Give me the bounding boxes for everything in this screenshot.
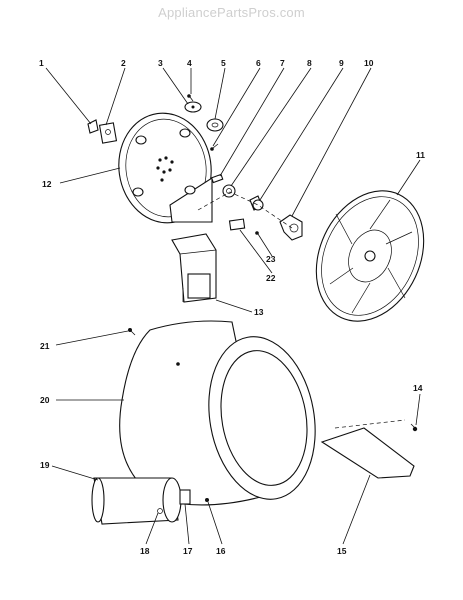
part-7-bolt[interactable] (210, 173, 224, 184)
part-9-bushing[interactable] (249, 195, 264, 211)
part-2-bracket[interactable] (98, 122, 118, 144)
assembly-axis (197, 191, 293, 229)
callout-9: 9 (339, 58, 344, 68)
callout-16: 16 (216, 546, 226, 556)
callout-22: 22 (266, 273, 276, 283)
front-bulkhead[interactable] (296, 173, 444, 339)
heater-duct[interactable] (91, 477, 182, 525)
callout-1: 1 (39, 58, 44, 68)
callout-3: 3 (158, 58, 163, 68)
part-22-pad[interactable] (228, 218, 246, 231)
drum[interactable] (119, 320, 328, 508)
part-3-washer[interactable] (184, 101, 202, 113)
part-5-bearing[interactable] (206, 118, 224, 132)
callout-11: 11 (416, 150, 425, 160)
callout-20: 20 (40, 395, 50, 405)
part-4-screw[interactable] (187, 94, 194, 102)
rear-bulkhead[interactable] (112, 107, 218, 229)
callout-17: 17 (183, 546, 193, 556)
part-14-screw[interactable] (410, 423, 418, 432)
screw-line (334, 419, 406, 429)
callout-18: 18 (140, 546, 150, 556)
part-21-screw[interactable] (128, 328, 136, 336)
callout-21: 21 (40, 341, 50, 351)
callout-12: 12 (42, 179, 52, 189)
part-17-bracket[interactable] (179, 489, 191, 505)
watermark: AppliancePartsPros.com (158, 5, 305, 20)
part-8-spacer[interactable] (222, 184, 236, 198)
callout-5: 5 (221, 58, 226, 68)
callout-13: 13 (254, 307, 264, 317)
callout-14: 14 (413, 383, 423, 393)
leader-lines (45, 67, 421, 545)
callout-10: 10 (364, 58, 374, 68)
callout-8: 8 (307, 58, 312, 68)
part-23-screw[interactable] (255, 231, 259, 235)
callout-7: 7 (280, 58, 285, 68)
part-16-screw[interactable] (205, 498, 209, 502)
lint-filter[interactable] (320, 427, 415, 479)
callout-4: 4 (187, 58, 192, 68)
part-6-screw[interactable] (210, 143, 219, 151)
bracket-assembly[interactable] (171, 233, 217, 303)
callout-23: 23 (266, 254, 276, 264)
callout-6: 6 (256, 58, 261, 68)
callout-15: 15 (337, 546, 347, 556)
callout-2: 2 (121, 58, 126, 68)
callout-19: 19 (40, 460, 50, 470)
